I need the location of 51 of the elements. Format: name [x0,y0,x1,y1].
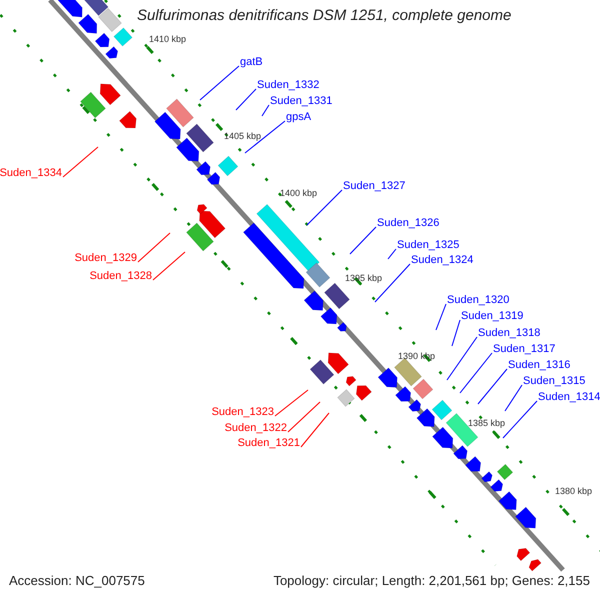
gene-label: Suden_1334 [0,167,62,180]
leader-line [300,412,330,448]
leader-line [200,66,240,100]
leader-line [502,400,538,438]
gene-label: Suden_1321 [238,437,300,450]
scale-tick-label: 1385 kbp [468,418,506,428]
leader-line [262,104,270,116]
gene-label: Suden_1314 [538,391,600,404]
leader-line [504,384,522,412]
leader-line [388,248,396,260]
leader-line [62,146,98,178]
gene-label: Suden_1324 [411,254,474,267]
map-title: Sulfurimonas denitrificans DSM 1251, complete genome [137,7,512,26]
genome-info-text: Topology: circular; Length: 2,201,561 bp; Genes: 2,155 [273,573,590,589]
leader-line [244,120,286,154]
scale-tick-label: 1395 kbp [345,273,382,283]
gene-label: Suden_1315 [523,375,586,388]
gene-label: Suden_1328 [90,270,152,283]
leader-line [460,352,492,394]
gene-label: Suden_1317 [493,343,556,356]
gene-label: Suden_1318 [478,327,540,340]
gene-label: Suden_1322 [224,422,287,435]
accession-text: Accession: NC_007575 [9,573,145,589]
gene-label: Suden_1323 [212,406,274,419]
scale-tick-label: 1405 kbp [224,131,262,141]
gene-label: gatB [240,56,263,69]
scale-tick-label: 1380 kbp [555,486,592,496]
gene-label: Suden_1332 [257,79,320,92]
leader-line [288,402,320,432]
gene-label: Suden_1326 [377,217,440,230]
leader-line [236,88,256,110]
leader-line [306,190,342,226]
scale-tick-label: 1410 kbp [149,34,186,44]
scale-tick-label: 1400 kbp [280,188,318,198]
leader-line [452,320,460,346]
leader-line [436,304,446,330]
leader-line [138,232,170,262]
leader-line [274,390,308,416]
gene-label: Suden_1319 [461,310,524,323]
gene-label: gpsA [286,111,312,124]
gene-label: Suden_1327 [343,180,406,193]
gene-label: Suden_1329 [74,252,137,265]
gene-label: Suden_1316 [508,359,570,372]
leader-line [152,252,186,280]
leader-line [478,368,508,404]
leader-line [374,264,410,302]
gene-label: Suden_1320 [447,294,510,307]
leader-line [350,226,376,254]
gene-label: Suden_1325 [397,239,460,252]
gene-label: Suden_1331 [270,95,332,108]
leader-line [446,336,478,380]
